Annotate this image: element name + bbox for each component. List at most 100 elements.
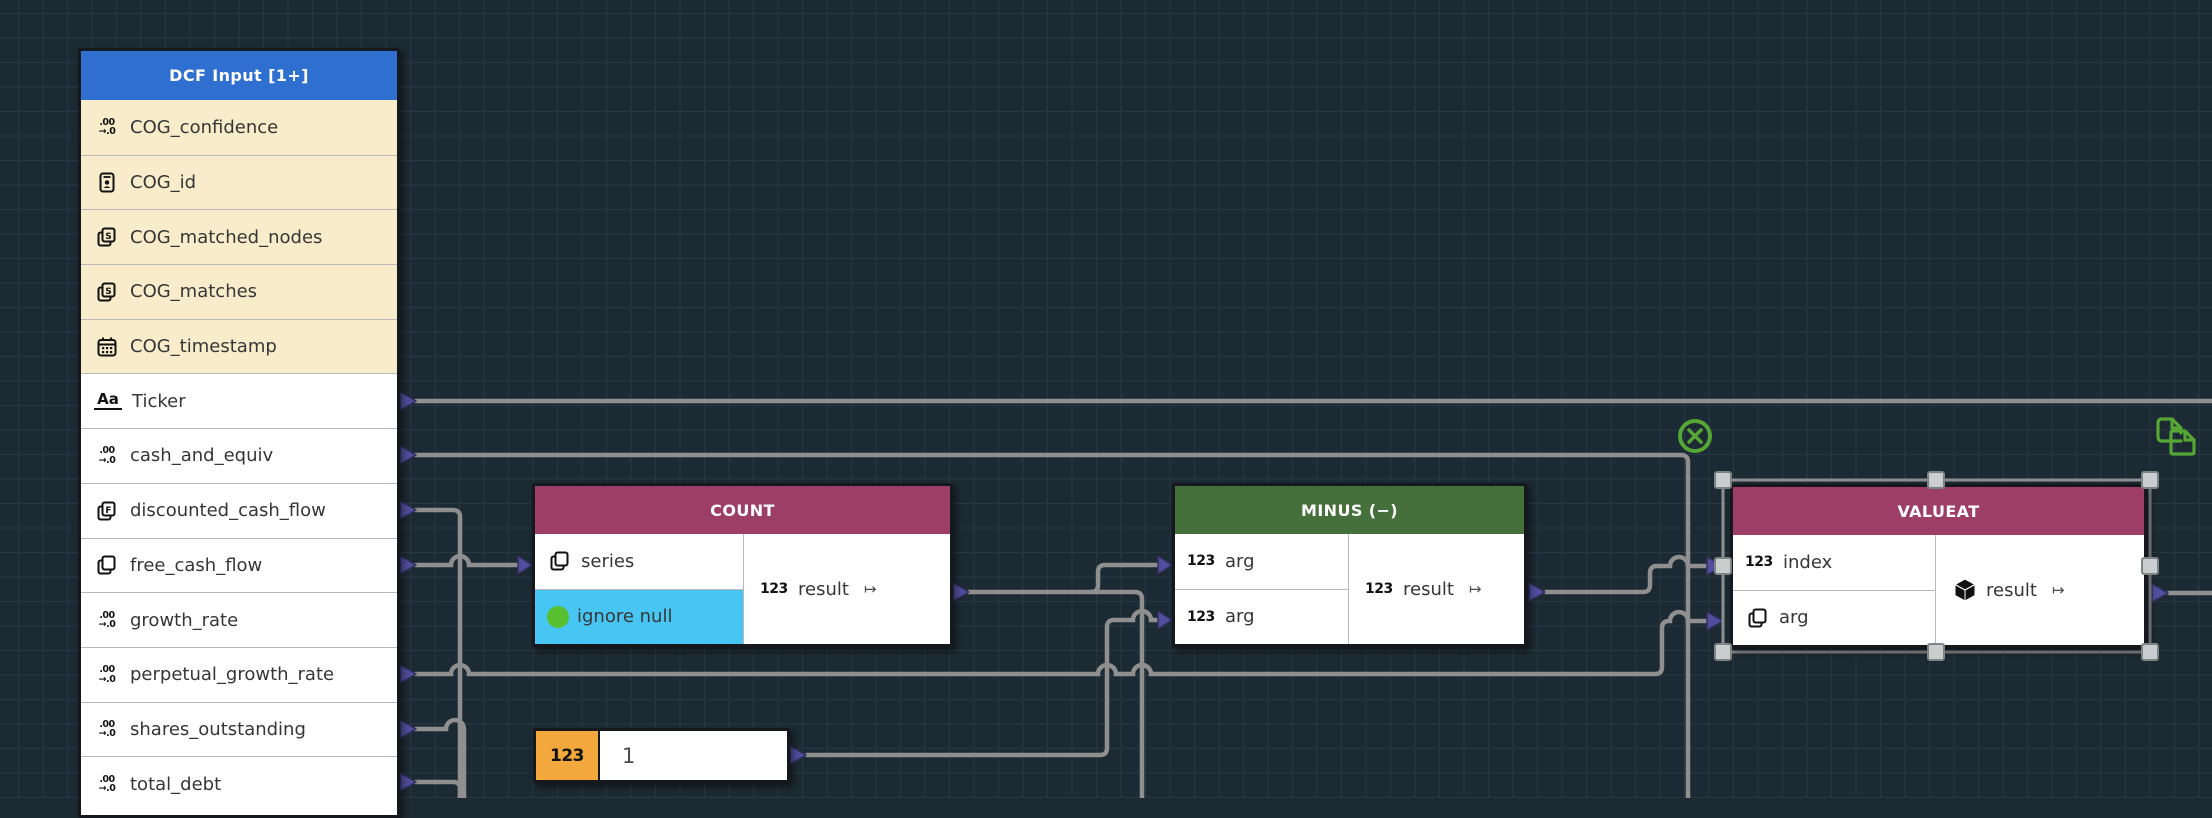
node-title: DCF Input [1+]	[169, 66, 309, 85]
wire-perpetual-growth-rate	[413, 609, 1710, 677]
decimal-number-icon: .00→.0	[98, 664, 116, 685]
copies-icon	[94, 554, 120, 576]
field-row-ticker[interactable]: Aa Ticker	[81, 373, 397, 429]
copies-icon	[547, 550, 573, 572]
field-row-free-cash-flow[interactable]: free_cash_flow	[81, 537, 397, 593]
port-valueat-result-out	[2151, 583, 2169, 603]
count-input-series[interactable]: series	[535, 534, 743, 589]
svg-text:F: F	[105, 506, 111, 516]
port-free-out	[399, 555, 417, 575]
copies-f-icon: F	[94, 500, 120, 522]
field-row-cog-matches[interactable]: S COG_matches	[81, 264, 397, 319]
copies-s-icon: S	[94, 281, 120, 303]
field-row-total-debt[interactable]: .00→.0 total_debt	[81, 756, 397, 811]
field-label: total_debt	[130, 773, 222, 795]
node-title: VALUEAT	[1897, 501, 1980, 521]
port-ticker-out	[399, 391, 417, 411]
field-row-perpetual-growth-rate[interactable]: .00→.0 perpetual_growth_rate	[81, 646, 397, 702]
node-valueat-header[interactable]: VALUEAT	[1733, 487, 2144, 535]
text-aa-icon: Aa	[94, 392, 122, 411]
field-label: COG_matched_nodes	[130, 226, 323, 248]
field-label: COG_id	[130, 172, 197, 194]
node-minus-header[interactable]: MINUS (−)	[1175, 486, 1524, 534]
field-label: COG_matches	[130, 281, 258, 303]
green-dot-icon	[547, 605, 569, 628]
node-title: COUNT	[710, 500, 775, 520]
minus-input-arg2[interactable]: 123 arg	[1175, 588, 1348, 644]
output-label: result	[1403, 578, 1454, 600]
id-card-icon	[94, 172, 120, 194]
node-valueat[interactable]: VALUEAT 123 index arg result	[1730, 484, 2147, 648]
node-minus[interactable]: MINUS (−) 123 arg 123 arg 123 result ↦	[1172, 483, 1527, 647]
field-row-cog-matched-nodes[interactable]: S COG_matched_nodes	[81, 209, 397, 265]
copies-icon	[1745, 607, 1771, 629]
field-row-cash-and-equiv[interactable]: .00→.0 cash_and_equiv	[81, 428, 397, 483]
decimal-number-icon: .00→.0	[98, 445, 116, 466]
number-123-icon: 123	[1745, 554, 1773, 571]
node-dcf-input[interactable]: DCF Input [1+] .00→.0 COG_confidence COG…	[78, 48, 400, 818]
number-123-icon: 123	[1187, 608, 1215, 625]
node-number-literal[interactable]: 123 1	[533, 728, 790, 783]
copies-s-icon: S	[94, 226, 120, 248]
input-label: ignore null	[577, 606, 673, 628]
wire-count-result-to-minus	[1088, 562, 1161, 595]
field-row-cog-confidence[interactable]: .00→.0 COG_confidence	[81, 100, 397, 155]
number-123-icon: 123	[1187, 553, 1215, 570]
field-label: COG_timestamp	[130, 336, 277, 358]
node-dcf-header[interactable]: DCF Input [1+]	[81, 51, 397, 100]
node-count-header[interactable]: COUNT	[535, 486, 950, 534]
node-title: MINUS (−)	[1301, 500, 1398, 520]
field-label: discounted_cash_flow	[130, 500, 326, 522]
wire-literal-to-minus	[804, 608, 1161, 758]
input-label: series	[581, 550, 635, 572]
valueat-output-result[interactable]: result ↦	[1936, 535, 2144, 645]
wires-layer	[399, 391, 2212, 798]
maps-to-arrow-icon: ↦	[1468, 580, 1482, 598]
field-row-discounted-cash-flow[interactable]: F discounted_cash_flow	[81, 482, 397, 538]
node-count[interactable]: COUNT series ignore null 123 result ↦	[532, 483, 953, 647]
field-label: cash_and_equiv	[130, 445, 274, 467]
field-label: free_cash_flow	[130, 554, 263, 576]
svg-text:S: S	[105, 232, 111, 242]
port-minus-result-out	[1528, 582, 1546, 602]
input-label: arg	[1225, 550, 1255, 572]
input-label: arg	[1779, 607, 1809, 629]
maps-to-arrow-icon: ↦	[863, 580, 877, 598]
input-label: index	[1783, 551, 1833, 573]
maps-to-arrow-icon: ↦	[2051, 581, 2065, 599]
count-output-result[interactable]: 123 result ↦	[744, 534, 950, 644]
field-label: perpetual_growth_rate	[130, 664, 335, 686]
number-123-icon: 123	[1365, 581, 1393, 597]
field-row-growth-rate[interactable]: .00→.0 growth_rate	[81, 592, 397, 647]
port-minus-arg2-in	[1157, 610, 1173, 630]
minus-input-arg1[interactable]: 123 arg	[1175, 534, 1348, 589]
wire-minus-result-to-valueat	[1543, 554, 1710, 595]
count-input-ignore-null[interactable]: ignore null	[535, 588, 743, 644]
input-label: arg	[1225, 606, 1255, 628]
minus-output-result[interactable]: 123 result ↦	[1349, 534, 1524, 644]
port-shares-out	[399, 719, 417, 739]
port-count-result-out	[952, 582, 970, 602]
field-row-cog-id[interactable]: COG_id	[81, 154, 397, 210]
literal-type-badge: 123	[536, 731, 600, 780]
cube-icon	[1952, 577, 1978, 603]
field-row-cog-timestamp[interactable]: COG_timestamp	[81, 318, 397, 374]
output-label: result	[798, 578, 849, 600]
field-row-shares-outstanding[interactable]: .00→.0 shares_outstanding	[81, 701, 397, 757]
decimal-number-icon: .00→.0	[98, 116, 116, 138]
literal-value-input[interactable]: 1	[600, 731, 787, 780]
valueat-input-index[interactable]: 123 index	[1733, 535, 1935, 590]
port-count-series-in	[517, 555, 533, 575]
field-label: growth_rate	[130, 609, 239, 631]
port-total-debt-out	[399, 772, 417, 792]
port-valueat-arg-in	[1706, 611, 1724, 631]
wire-discounted-cash-flow	[413, 507, 463, 798]
decimal-number-icon: .00→.0	[98, 773, 116, 795]
port-discounted-out	[399, 500, 417, 520]
valueat-input-arg[interactable]: arg	[1733, 589, 1935, 645]
port-literal-out	[789, 745, 807, 765]
field-label: shares_outstanding	[130, 718, 306, 740]
decimal-number-icon: .00→.0	[98, 609, 116, 631]
wire-total-debt	[413, 779, 463, 798]
